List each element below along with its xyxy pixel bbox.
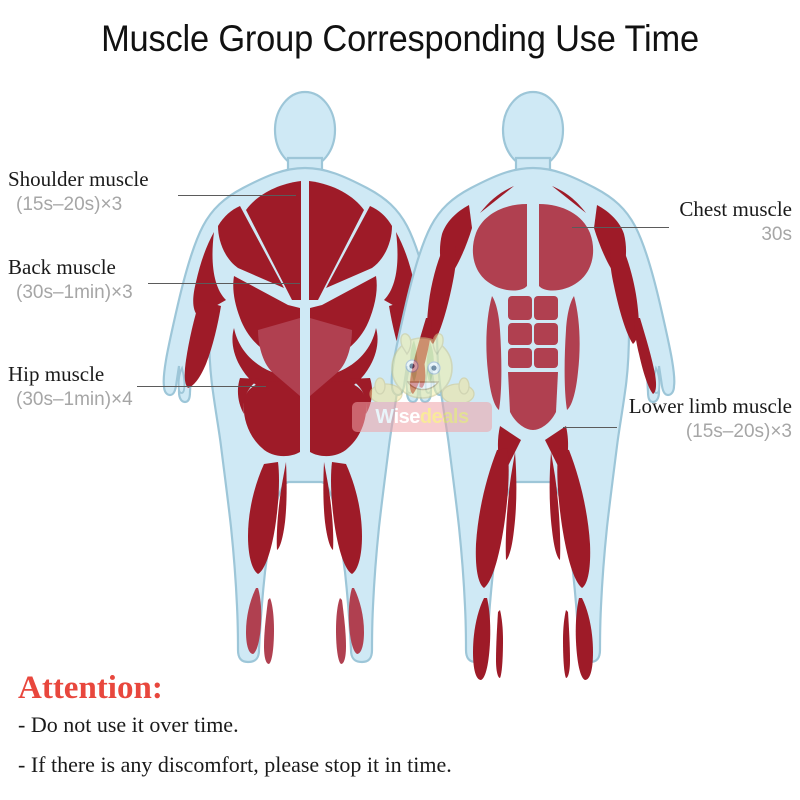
callout-back-label: Back muscle (8, 255, 116, 279)
attention-line-1: - Do not use it over time. (18, 712, 239, 737)
callout-hip-time: (30s–1min)×4 (16, 389, 133, 411)
callout-shoulder-time: (15s–20s)×3 (16, 194, 123, 216)
front-shins (473, 598, 593, 680)
front-muscles (472, 204, 594, 430)
attention-block: Attention: - Do not use it over time. - … (18, 672, 718, 794)
back-lumbar-triangle (258, 318, 352, 396)
back-muscles (184, 181, 426, 574)
callout-lower-limb-time: (15s–20s)×3 (685, 421, 792, 443)
callout-lower-limb: Lower limb muscle (15s–20s)×3 (629, 395, 792, 444)
callout-back-time: (30s–1min)×3 (16, 282, 133, 304)
page-title: Muscle Group Corresponding Use Time (101, 18, 699, 59)
leader-line-shoulder (178, 195, 296, 196)
callout-hip: Hip muscle (30s–1min)×4 (8, 363, 133, 412)
attention-heading: Attention: (18, 670, 163, 706)
leader-line-lower-limb (563, 427, 617, 428)
callout-lower-limb-label: Lower limb muscle (628, 394, 792, 418)
back-calves (246, 588, 364, 664)
callout-shoulder: Shoulder muscle (15s–20s)×3 (8, 168, 149, 217)
attention-line-2: - If there is any discomfort, please sto… (18, 752, 452, 777)
callout-hip-label: Hip muscle (8, 362, 105, 386)
callout-shoulder-label: Shoulder muscle (8, 167, 149, 191)
callout-chest-time: 30s (761, 224, 792, 246)
leader-line-back (148, 283, 300, 284)
leader-line-chest (572, 227, 669, 228)
callout-chest: Chest muscle 30s (679, 198, 792, 247)
callout-back: Back muscle (30s–1min)×3 (8, 256, 133, 305)
callout-chest-label: Chest muscle (679, 197, 792, 221)
leader-line-hip (137, 386, 266, 387)
front-view-body (390, 90, 676, 680)
